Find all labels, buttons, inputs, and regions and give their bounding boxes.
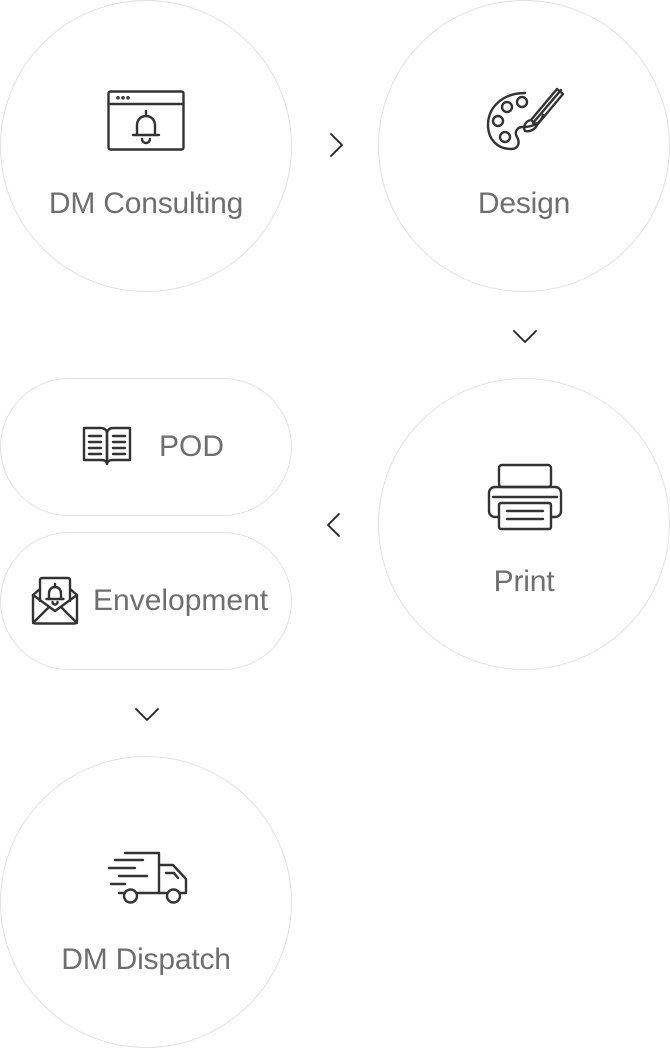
chevron-left-icon [324, 512, 342, 538]
step-label: Envelopment [93, 584, 269, 617]
browser-bell-icon [107, 90, 185, 154]
step-label: DM Dispatch [61, 943, 231, 976]
envelope-bell-icon [31, 576, 79, 625]
paint-palette-icon [485, 87, 565, 155]
step-pod: POD [0, 378, 292, 516]
step-print: Print [378, 378, 670, 670]
step-label: POD [159, 430, 225, 463]
delivery-truck-icon [107, 851, 189, 905]
step-label: Print [493, 565, 555, 598]
open-book-icon [81, 425, 133, 467]
step-label: DM Consulting [48, 187, 244, 220]
step-envelopment: Envelopment [0, 532, 292, 670]
step-label: Design [477, 187, 571, 220]
chevron-down-icon [134, 706, 160, 722]
step-dm-consulting: DM Consulting [0, 0, 292, 292]
step-dm-dispatch: DM Dispatch [0, 756, 292, 1048]
step-design: Design [378, 0, 670, 292]
chevron-down-icon [512, 328, 538, 344]
chevron-right-icon [328, 132, 346, 158]
printer-icon [487, 463, 563, 533]
